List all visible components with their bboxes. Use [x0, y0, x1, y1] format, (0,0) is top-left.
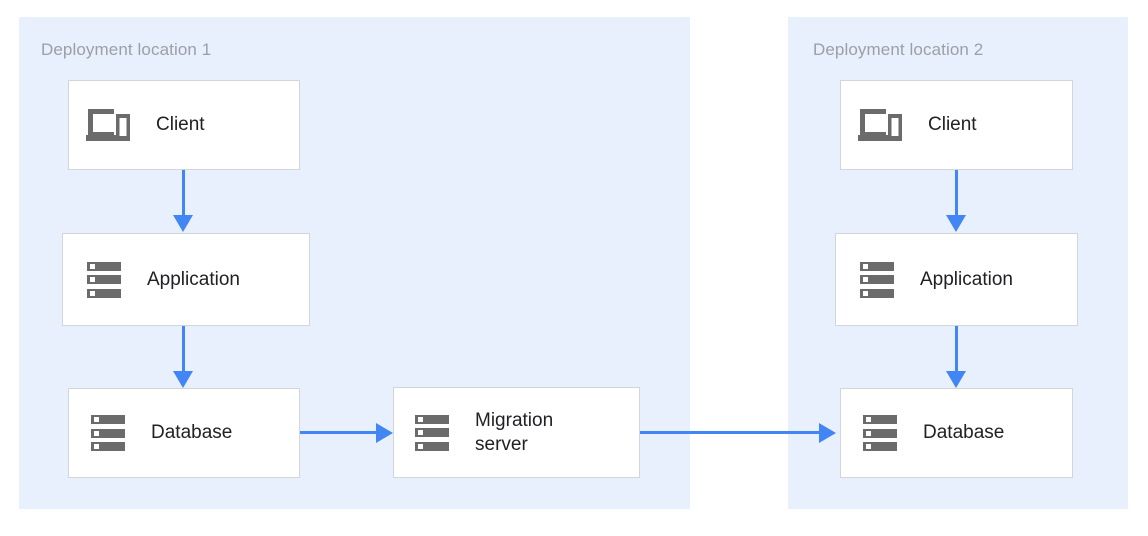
edge-app1-to-db1-arrowhead [173, 371, 193, 388]
client-devices-icon [858, 107, 902, 143]
node-database-1[interactable]: Database [68, 388, 300, 478]
server-bar [863, 415, 897, 424]
zone-title-deployment-location-1: Deployment location 1 [41, 40, 212, 59]
server-bar [91, 415, 125, 424]
server-icon [87, 261, 121, 298]
database-icon [91, 415, 125, 451]
edge-db1-to-migration-line [300, 431, 378, 434]
node-application-1[interactable]: Application [62, 233, 310, 326]
edge-client1-to-app1-line [182, 170, 185, 218]
edge-app1-to-db1-line [182, 326, 185, 374]
server-bar [91, 428, 125, 438]
server-bar [91, 442, 125, 451]
server-bar [860, 261, 894, 271]
node-client-2[interactable]: Client [840, 80, 1073, 170]
node-application-2[interactable]: Application [835, 233, 1078, 326]
edge-migration-to-db2-arrowhead [819, 423, 836, 443]
edge-client2-to-app2-line [955, 170, 958, 218]
node-label-migration-server: Migration server [475, 409, 554, 455]
edge-migration-to-db2-line [640, 431, 822, 434]
server-bar [87, 275, 121, 284]
node-database-2[interactable]: Database [840, 388, 1073, 478]
client-devices-icon [86, 107, 130, 143]
node-label-application-2: Application [920, 268, 1013, 290]
database-icon [863, 415, 897, 451]
server-bar [860, 275, 894, 284]
server-icon [860, 261, 894, 298]
server-bar [87, 288, 121, 298]
zone-title-deployment-location-2: Deployment location 2 [813, 40, 984, 59]
node-migration-server[interactable]: Migration server [393, 387, 640, 478]
server-bar [415, 428, 449, 437]
node-label-database-1: Database [151, 422, 233, 443]
edge-app2-to-db2-arrowhead [946, 371, 966, 388]
edge-app2-to-db2-line [955, 326, 958, 374]
server-bar [415, 441, 449, 451]
node-client-1[interactable]: Client [68, 80, 300, 170]
server-icon [415, 414, 449, 451]
server-bar [87, 261, 121, 271]
node-label-client-1: Client [156, 114, 205, 135]
edge-client2-to-app2-arrowhead [946, 215, 966, 232]
server-bar [863, 428, 897, 438]
server-bar [860, 288, 894, 298]
edge-db1-to-migration-arrowhead [376, 423, 393, 443]
node-label-database-2: Database [923, 422, 1005, 443]
server-bar [863, 442, 897, 451]
node-label-application-1: Application [147, 268, 240, 290]
edge-client1-to-app1-arrowhead [173, 215, 193, 232]
server-bar [415, 414, 449, 424]
node-label-client-2: Client [928, 114, 977, 135]
